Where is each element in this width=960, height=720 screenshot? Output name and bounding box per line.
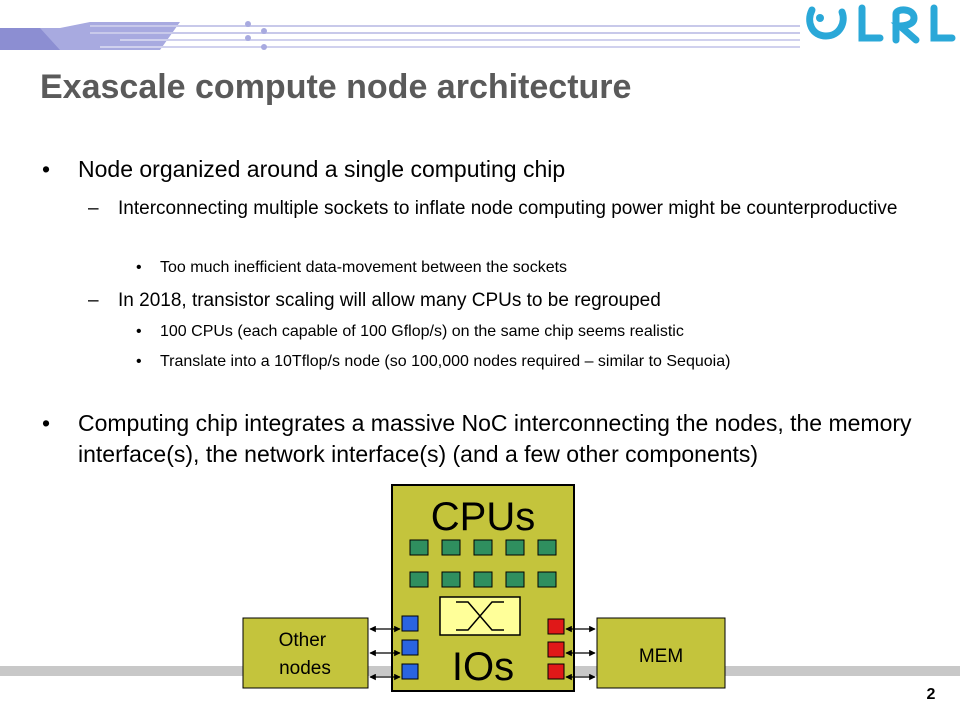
slide-title: Exascale compute node architecture [40, 68, 632, 106]
computing-chip [391, 484, 575, 692]
bullet-item: • 100 CPUs (each capable of 100 Gflop/s)… [136, 323, 684, 340]
bullet-item: • Too much inefficient data-movement bet… [136, 259, 568, 276]
cpu-core [537, 539, 557, 556]
io-port-right [547, 618, 565, 635]
header-decoration [0, 21, 800, 50]
cpu-core [473, 571, 493, 588]
bullet-item: • Translate into a 10Tflop/s node (so 10… [136, 353, 731, 370]
bullet-item: – In 2018, transistor scaling will allow… [88, 290, 661, 311]
chip-ios-label: IOs [452, 645, 514, 689]
other-nodes-label: Other nodes [279, 630, 332, 679]
other-nodes-box [242, 617, 369, 689]
mem-box [596, 617, 726, 689]
cpu-core [409, 539, 429, 556]
io-port-left [401, 615, 419, 632]
cpu-core [505, 571, 525, 588]
cpu-core [409, 571, 429, 588]
cpu-core [505, 539, 525, 556]
mem-label: MEM [639, 646, 683, 667]
bullet-item: – Interconnecting multiple sockets to in… [88, 198, 898, 219]
io-port-left [401, 639, 419, 656]
io-port-right [547, 663, 565, 680]
cpu-core [473, 539, 493, 556]
cpu-core [441, 571, 461, 588]
io-port-right [547, 641, 565, 658]
cpu-core [537, 571, 557, 588]
chip-cpus-label: CPUs [431, 495, 535, 539]
bullet-item: • Node organized around a single computi… [42, 156, 566, 182]
lrl-logo-icon [806, 4, 956, 44]
page-number: 2 [926, 686, 936, 703]
io-port-left [401, 663, 419, 680]
cpu-core [441, 539, 461, 556]
noc-switch-icon [439, 596, 521, 636]
bullet-item: • Computing chip integrates a massive No… [42, 410, 912, 467]
